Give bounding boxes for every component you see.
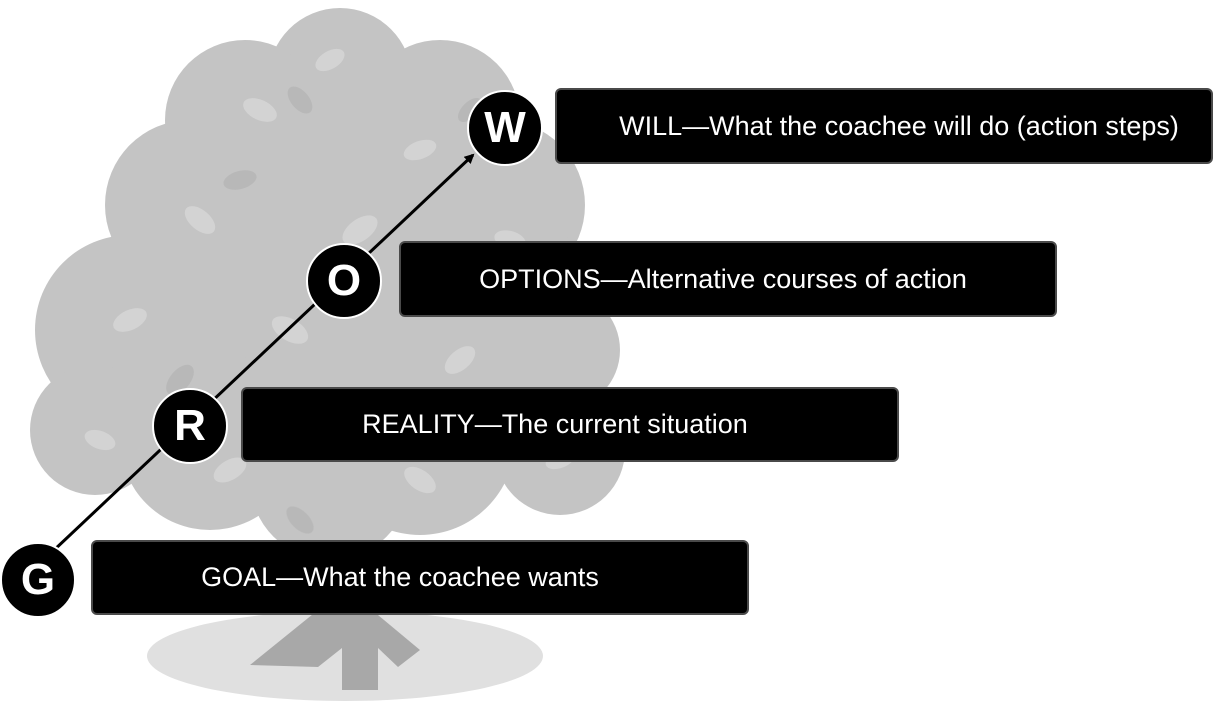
reality-label: REALITY—The current situation [362,409,748,439]
will-label: WILL—What the coachee will do (action st… [619,110,1179,141]
options-box: OPTIONS—Alternative courses of action [399,241,1057,317]
will-box: WILL—What the coachee will do (action st… [555,88,1213,164]
will-letter-circle: W [467,90,543,166]
progression-arrow [50,153,475,554]
will-letter: W [484,103,526,152]
goal-letter: G [20,555,56,604]
reality-box: REALITY—The current situation [241,387,899,462]
reality-letter-circle: R [152,388,228,464]
options-letter-circle: O [306,243,382,319]
goal-box: GOAL—What the coachee wants [91,540,749,615]
goal-letter-circle: G [0,542,76,618]
tree-leaf-highlights [84,48,575,494]
options-label: OPTIONS—Alternative courses of action [479,263,967,294]
options-letter: O [326,256,362,305]
goal-label: GOAL—What the coachee wants [201,562,599,592]
reality-letter: R [174,401,206,450]
